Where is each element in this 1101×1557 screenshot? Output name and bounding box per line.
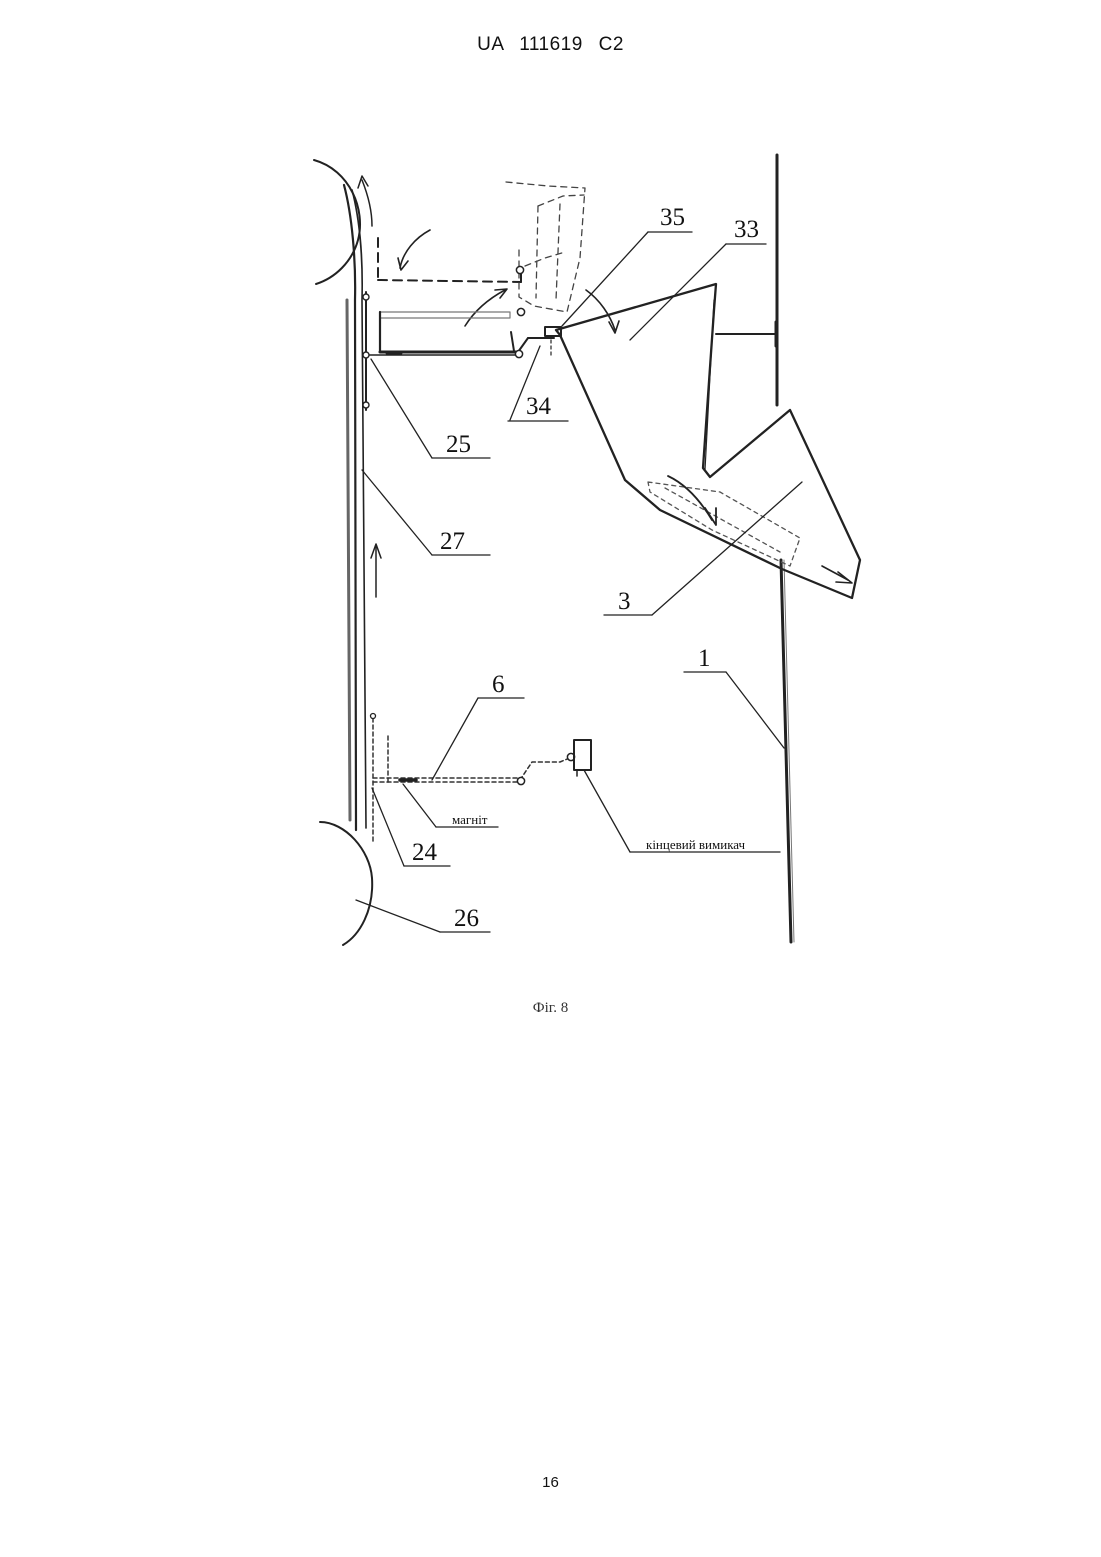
tray-3-dashed — [648, 482, 800, 566]
right-wall — [777, 155, 794, 942]
figure-caption: Фіг. 8 — [0, 1000, 1101, 1017]
ref-1: 1 — [698, 645, 711, 672]
conveyor-belt — [344, 185, 366, 830]
ref-3: 3 — [618, 588, 631, 615]
label-magnet: магніт — [452, 812, 488, 827]
ref-26: 26 — [454, 905, 479, 932]
ref-35: 35 — [660, 204, 685, 231]
ref-24: 24 — [412, 839, 438, 866]
ref-33: 33 — [734, 216, 759, 243]
ref-25: 25 — [446, 431, 471, 458]
lever-dashed-upper — [378, 238, 521, 282]
ref-6: 6 — [492, 671, 505, 698]
pivot-joint — [545, 327, 561, 355]
ref-34: 34 — [526, 393, 552, 420]
page-number: 16 — [0, 1474, 1101, 1491]
limit-switch-box — [574, 740, 591, 770]
scoop-33 — [556, 284, 860, 598]
bottom-drum — [320, 822, 372, 945]
scoop-raised-dashed — [506, 182, 585, 312]
ref-27: 27 — [440, 528, 465, 555]
top-drum — [314, 160, 360, 284]
leader-lines — [356, 232, 802, 932]
label-limit-switch: кінцевий вимикач — [646, 837, 746, 852]
drum-rotation-arrow — [362, 180, 372, 226]
